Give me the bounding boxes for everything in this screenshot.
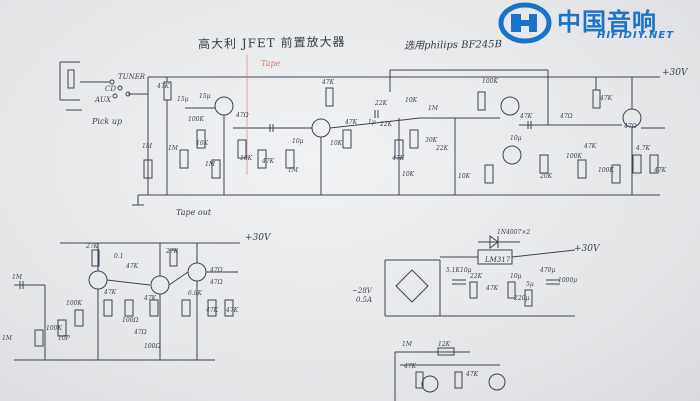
main-component-label: 47K (519, 113, 533, 120)
phono-component-label: 27K (165, 248, 179, 255)
phono-component-label: 100K (66, 300, 82, 307)
main-component-label: 10K (240, 155, 253, 162)
psu-input-current: 0.5A (356, 296, 373, 304)
main-component-label: 15μ (177, 96, 189, 103)
main-component-label: 47Ω (559, 113, 573, 120)
tape-label: Tape (261, 59, 281, 68)
psu-component-label: 1000μ (558, 277, 577, 284)
phono-component-label: 1M (2, 335, 13, 342)
psu-component-label: 5μ (526, 281, 534, 288)
main-component-label: 47K (653, 167, 667, 174)
aux-label: AUX (95, 96, 111, 104)
phono-component-label: 47Ω (209, 267, 223, 274)
main-component-label: 10K (458, 173, 471, 180)
logo-brand-text: 中国音响 (557, 8, 657, 36)
main-component-label: 10K (196, 140, 209, 147)
main-component-label: 47K (599, 95, 613, 102)
phono-component-label: 27K (85, 243, 99, 250)
phono-component-label: 100K (46, 325, 62, 332)
phono-component-label: 47K (103, 289, 117, 296)
psu-component-label: 22K (469, 273, 483, 280)
partial-component-label: 47K (403, 363, 417, 370)
main-component-label: 100K (598, 167, 614, 174)
main-component-label: 10K (402, 171, 415, 178)
phono-component-label: 0.1 (114, 253, 124, 260)
main-component-label: 47K (321, 79, 335, 86)
psu-input-label: ~28V (352, 287, 372, 295)
phono-component-label: 100Ω (122, 317, 138, 324)
phono-component-label: 47K (143, 295, 157, 302)
main-component-label: 100K (482, 78, 498, 85)
phono-component-label: 47Ω (133, 329, 147, 336)
tuner-label: TUNER (118, 73, 146, 81)
rail-label-main: +30V (662, 68, 688, 78)
main-component-label: 47K (583, 143, 597, 150)
main-component-label: 100K (188, 116, 204, 123)
regulator-label: LM317 (485, 256, 511, 264)
psu-component-label: 220μ (513, 295, 529, 302)
main-component-label: 1M (205, 161, 216, 168)
main-component-label: 47Ω (623, 123, 637, 130)
main-component-label: 22K (379, 121, 393, 128)
phono-component-label: 6.8K (188, 290, 203, 297)
main-component-label: 1μ (368, 119, 376, 126)
psu-component-label: 47K (485, 285, 499, 292)
phono-component-label: 1M (12, 274, 23, 281)
main-component-label: 47K (156, 83, 170, 90)
logo-url-text: HIFIDIY.NET (597, 30, 675, 41)
phono-component-label: 47Ω (209, 279, 223, 286)
partial-component-label: 12K (438, 341, 451, 348)
phono-component-label: 10P (58, 335, 71, 342)
rail-label-phono: +30V (245, 233, 271, 243)
main-component-label: 1M (142, 143, 153, 150)
main-component-label: 47K (391, 155, 405, 162)
main-component-label: 1M (168, 145, 179, 152)
logo-icon (498, 2, 552, 44)
tape-out-label: Tape out (176, 208, 212, 217)
main-component-label: 1M (288, 167, 299, 174)
main-component-label: 22K (374, 100, 388, 107)
site-logo: 中国音响 HIFIDIY.NET (497, 0, 700, 46)
main-component-label: 1M (428, 105, 439, 112)
main-component-label: 15μ (199, 93, 211, 100)
psu-component-label: 470μ (539, 267, 555, 274)
main-component-label: 20K (539, 173, 553, 180)
main-component-label: 10μ (292, 138, 304, 145)
main-component-label: 10K (405, 97, 418, 104)
partial-component-label: 47K (465, 371, 479, 378)
pickup-label: Pick up (92, 117, 123, 126)
phono-component-label: 47K (125, 263, 139, 270)
phono-component-label: 47K (205, 307, 219, 314)
psu-component-label: 10μ (510, 273, 522, 280)
cd-label: CD (105, 85, 116, 93)
partial-component-label: 1M (402, 341, 413, 348)
main-component-label: 4.7K (635, 145, 651, 152)
main-component-label: 30K (425, 137, 438, 144)
main-component-label: 47Ω (235, 112, 249, 119)
rail-label-psu: +30V (574, 244, 600, 254)
phono-component-label: 100Ω (144, 343, 160, 350)
main-component-label: 47K (261, 158, 275, 165)
main-component-label: 100K (566, 153, 582, 160)
main-component-label: 10K (330, 140, 343, 147)
phono-component-label: 47K (225, 307, 239, 314)
main-component-label: 10μ (510, 135, 522, 142)
psu-component-label: 5.1K (446, 267, 461, 274)
psu-component-label: 10μ (460, 267, 472, 274)
diode-note: 1N4007×2 (497, 229, 531, 236)
main-component-label: 22K (435, 145, 449, 152)
main-component-label: 47K (344, 119, 358, 126)
